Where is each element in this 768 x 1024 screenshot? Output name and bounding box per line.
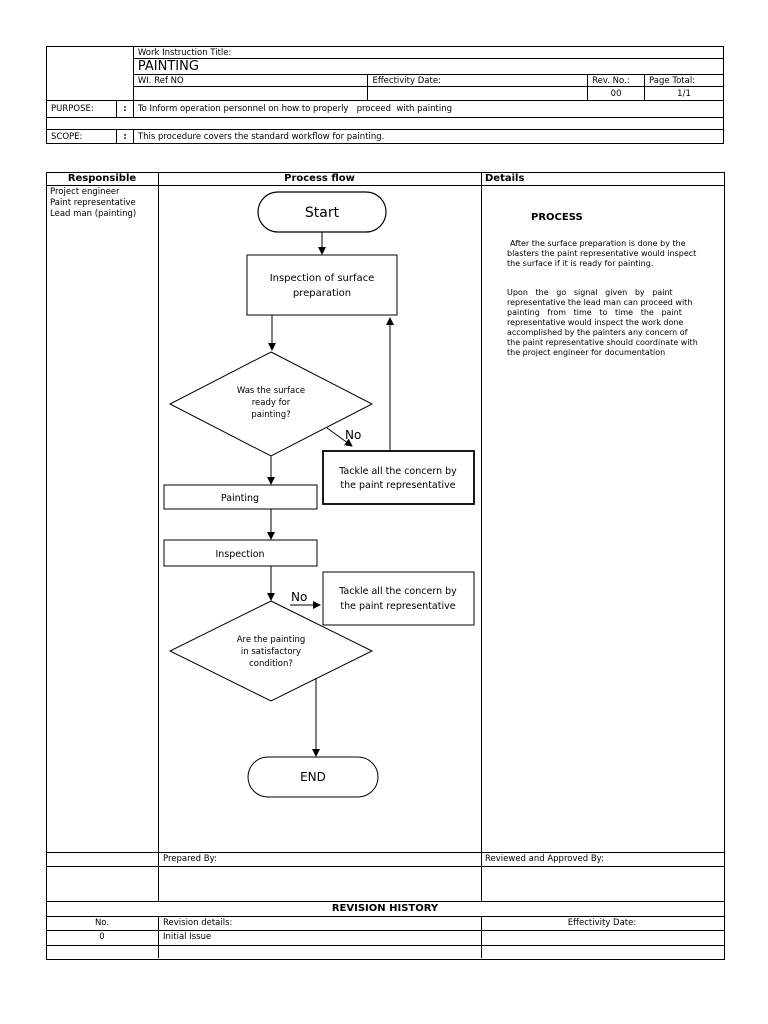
tackle2-label: Tackle all the concern by <box>338 586 457 597</box>
details-line: Upon the go signal given by paint <box>507 288 673 297</box>
responsible-item: Lead man (painting) <box>50 209 137 219</box>
hline-revision <box>46 901 724 902</box>
col-process: Process flow <box>284 173 355 184</box>
tackle-concern-box-1 <box>322 450 475 505</box>
decision2-label: condition? <box>249 659 293 669</box>
decision1-label: Was the surface <box>237 386 305 396</box>
decision-painting-satisfactory <box>168 600 374 702</box>
end-label: END <box>300 770 326 784</box>
no-label-2: No <box>291 590 307 604</box>
details-line: the surface if it is ready for painting. <box>507 259 654 268</box>
hline-rev-row1 <box>46 930 724 931</box>
decision2-label: in satisfactory <box>241 647 301 657</box>
col-details: Details <box>485 173 525 184</box>
details-line: painting from time to time the paint <box>507 308 682 317</box>
revision-col-no: No. <box>94 918 110 928</box>
tackle1-label: Tackle all the concern by <box>338 466 457 477</box>
prepared-by-label: Prepared By: <box>163 854 217 864</box>
revision-row-details: Initial Issue <box>163 932 212 942</box>
decision1-label: painting? <box>251 410 290 420</box>
details-line: the project engineer for documentation <box>507 348 666 357</box>
hline-header <box>46 185 724 186</box>
inspection-surface-label: Inspection of surface <box>270 273 375 284</box>
painting-box <box>163 484 318 510</box>
details-line: After the surface preparation is done by… <box>510 239 686 248</box>
main-table <box>46 172 725 960</box>
revision-row-no: 0 <box>99 932 105 942</box>
inspection-label: Inspection <box>215 549 264 560</box>
details-line: blasters the paint representative would … <box>507 249 697 258</box>
painting-label: Painting <box>221 493 259 504</box>
arrow-no1 <box>326 427 353 447</box>
details-paragraph-1: After the surface preparation is done by… <box>507 239 714 269</box>
inspection-surface-box <box>246 254 398 316</box>
tackle-concern-box-2 <box>322 571 475 626</box>
vline-1-bottom <box>158 916 159 958</box>
hline-rev-row2 <box>46 945 724 946</box>
no-label-1: No <box>345 428 361 442</box>
details-paragraph-2: Upon the go signal given by paint repres… <box>507 288 714 358</box>
hline-signoff2 <box>46 866 724 867</box>
inspection-box <box>163 539 318 567</box>
hline-rev-head <box>46 916 724 917</box>
inspection-surface-label: preparation <box>293 288 351 299</box>
details-line: accomplished by the painters any concern… <box>507 328 688 337</box>
revision-title: REVISION HISTORY <box>331 903 439 914</box>
details-line: representative the lead man can proceed … <box>507 298 693 307</box>
scope-colon: : <box>115 129 134 144</box>
details-heading: PROCESS <box>531 212 583 223</box>
revision-col-details: Revision details: <box>163 918 233 928</box>
start-label: Start <box>305 205 340 221</box>
end-terminator <box>247 756 379 798</box>
decision2-label: Are the painting <box>237 635 306 645</box>
tackle1-label: the paint representative <box>340 480 455 491</box>
reviewed-by-label: Reviewed and Approved By: <box>485 854 604 864</box>
tackle2-label: the paint representative <box>340 601 455 612</box>
vline-2-bottom <box>481 916 482 958</box>
responsible-item: Project engineer <box>50 187 120 197</box>
responsible-item: Paint representative <box>50 198 136 208</box>
revision-col-date: Effectivity Date: <box>567 918 637 928</box>
details-line: the paint representative should coordina… <box>507 338 698 347</box>
scope-label: SCOPE: <box>46 129 117 144</box>
vline-1-top <box>158 172 159 901</box>
vline-2-top <box>481 172 482 901</box>
hline-signoff <box>46 852 724 853</box>
logo-cell <box>46 46 134 101</box>
details-line: representative would inspect the work do… <box>507 318 684 327</box>
scope-text: This procedure covers the standard workf… <box>132 129 725 144</box>
decision1-label: ready for <box>252 398 291 408</box>
header-table: Work Instruction Title: PAINTING WI. Ref… <box>46 46 725 144</box>
col-responsible: Responsible <box>67 173 137 184</box>
